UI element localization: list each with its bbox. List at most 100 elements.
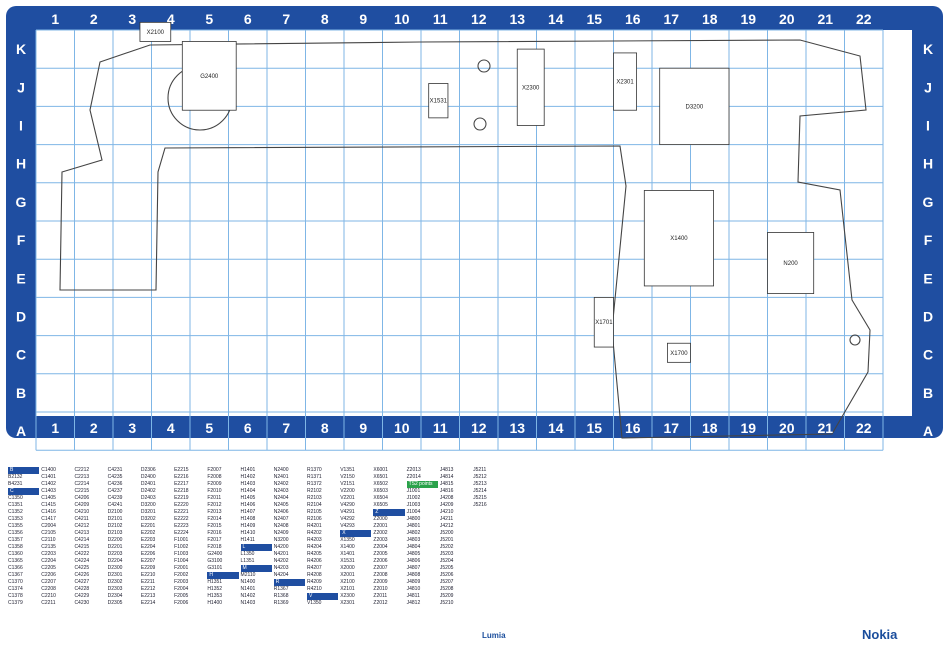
- column-header: 12: [471, 11, 487, 27]
- reference-entry: X1350: [340, 537, 355, 543]
- reference-entry: L1351: [240, 558, 255, 564]
- reference-entry: C1367: [8, 572, 23, 578]
- column-header: 3: [128, 11, 136, 27]
- component-body: [428, 83, 449, 119]
- reference-entry: D2103: [107, 530, 123, 536]
- reference-entry: J1002: [406, 495, 421, 501]
- reference-entry: X2000: [340, 565, 355, 571]
- component-body: [139, 21, 172, 42]
- reference-entry: C4206: [74, 495, 90, 501]
- reference-entry: C4237: [107, 488, 123, 494]
- reference-entry: X1531: [340, 558, 355, 564]
- reference-entry: R1371: [306, 474, 322, 480]
- reference-entry: J4800: [406, 516, 421, 522]
- reference-entry: D3201: [140, 509, 156, 515]
- column-header: 7: [282, 11, 290, 27]
- reference-entry: D2201: [107, 544, 123, 550]
- row-header: C: [923, 347, 933, 363]
- column-header: 20: [779, 420, 795, 436]
- reference-entry: N4203: [273, 565, 289, 571]
- reference-entry: E2201: [140, 523, 156, 529]
- row-header: H: [16, 156, 26, 172]
- reference-entry: C1374: [8, 586, 23, 592]
- component-label: X1700: [670, 351, 688, 357]
- reference-entry: C4230: [74, 600, 90, 606]
- reference-entry: D3202: [140, 516, 156, 522]
- reference-entry: C1403: [41, 488, 56, 494]
- reference-entry: D2403: [140, 495, 156, 501]
- reference-entry: R4208: [306, 572, 322, 578]
- reference-entry: G2400: [207, 551, 223, 557]
- reference-entry: V4293: [340, 523, 355, 529]
- reference-entry: J4811: [406, 593, 420, 599]
- reference-entry: J4806: [406, 558, 421, 564]
- reference-entry: C2213: [74, 474, 90, 480]
- reference-entry: E2222: [174, 516, 189, 522]
- reference-entry: J1001: [406, 488, 421, 494]
- reference-entry: F2013: [207, 509, 222, 515]
- reference-entry: E2203: [140, 537, 156, 543]
- reference-entry: D2305: [107, 600, 123, 606]
- reference-entry: J5207: [439, 579, 454, 585]
- reference-entry: J5210: [439, 600, 454, 606]
- reference-entry: C1353: [8, 516, 23, 522]
- column-header: 9: [359, 11, 367, 27]
- reference-entry: R1369: [273, 600, 289, 606]
- reference-entry: N4201: [273, 551, 289, 557]
- reference-entry: X2101: [340, 586, 355, 592]
- row-header: J: [924, 79, 932, 95]
- reference-entry: C4222: [74, 551, 90, 557]
- reference-entry: H1406: [240, 502, 256, 508]
- reference-entry: V: [306, 593, 339, 600]
- reference-entry: C2214: [74, 481, 90, 487]
- column-header: 21: [817, 420, 833, 436]
- reference-entry: Z2002: [373, 530, 388, 536]
- reference-entry: Z2009: [373, 579, 388, 585]
- grid-area: [36, 30, 912, 416]
- reference-entry: J4810: [406, 586, 421, 592]
- column-header: 4: [167, 420, 175, 436]
- column-header: 20: [779, 11, 795, 27]
- reference-entry: X6503: [373, 488, 388, 494]
- board-outline: [59, 39, 871, 439]
- row-header: K: [923, 41, 933, 57]
- column-header: 3: [128, 420, 136, 436]
- component-body: [613, 52, 638, 111]
- reference-entry: G3101: [207, 565, 223, 571]
- pcb-diagram: X2100X1531X2300X2301D3200X1400N200G2400X…: [6, 6, 943, 451]
- reference-entry: H1408: [240, 516, 256, 522]
- reference-entry: V2151: [340, 481, 355, 487]
- reference-entry: E2210: [140, 572, 156, 578]
- reference-entry: H1400: [207, 600, 223, 606]
- row-header: G: [16, 194, 27, 210]
- reference-entry: N1400: [240, 579, 256, 585]
- reference-entry: J5200: [439, 530, 454, 536]
- reference-entry: D2401: [140, 481, 156, 487]
- column-header: 1: [51, 11, 59, 27]
- reference-entry: C2110: [41, 537, 56, 543]
- reference-entry: J5216: [473, 502, 487, 508]
- reference-entry: J4212: [439, 523, 454, 529]
- column-header: 19: [740, 420, 756, 436]
- reference-entry: C2105: [41, 530, 56, 536]
- column-header: 11: [433, 11, 448, 27]
- reference-entry: F2011: [207, 495, 222, 501]
- reference-entry: X2301: [340, 600, 355, 606]
- reference-entry: R4203: [306, 537, 322, 543]
- reference-entry: R1368: [273, 593, 289, 599]
- reference-entry: H1353: [207, 593, 223, 599]
- reference-entry: J5206: [439, 572, 454, 578]
- column-header: 8: [321, 11, 329, 27]
- reference-entry: R4202: [306, 530, 322, 536]
- component-label: X2300: [522, 85, 540, 91]
- reference-entry: D2304: [107, 593, 123, 599]
- reference-entry: J4801: [406, 523, 421, 529]
- reference-entry: Z2013: [406, 467, 421, 473]
- reference-entry: J5214: [473, 488, 487, 494]
- row-header: E: [16, 270, 25, 286]
- reference-entry: Z: [373, 509, 405, 516]
- reference-entry: E2204: [140, 544, 156, 550]
- reference-entry: E2218: [174, 488, 189, 494]
- reference-entry: J5202: [439, 544, 454, 550]
